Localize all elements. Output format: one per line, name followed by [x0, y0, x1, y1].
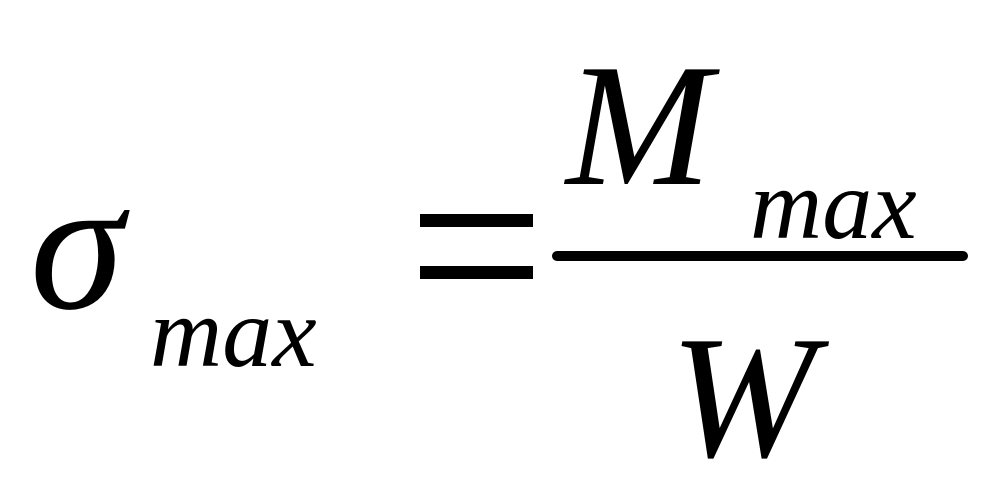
numerator-symbol: M [566, 28, 712, 222]
sigma-symbol: σ [30, 140, 124, 350]
sigma-subscript: max [150, 277, 317, 388]
equals-sign-top-bar [420, 214, 533, 227]
fraction-bar [552, 251, 968, 261]
equals-sign-bottom-bar [420, 266, 533, 279]
denominator-symbol: W [670, 300, 816, 494]
numerator-subscript: max [750, 149, 917, 260]
